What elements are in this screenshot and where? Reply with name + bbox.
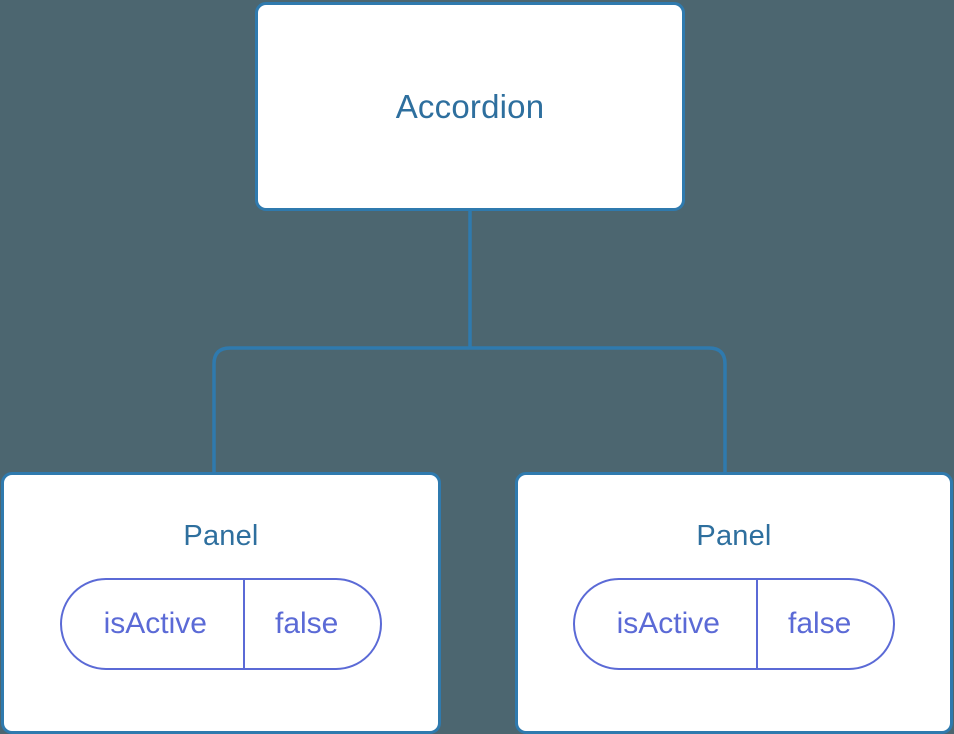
connector-branch-right (470, 346, 727, 473)
state-badge-panel-2[interactable]: isActive false (572, 578, 896, 670)
node-panel-2-title: Panel (696, 520, 772, 552)
node-accordion[interactable]: Accordion (255, 2, 685, 211)
node-panel-1-title: Panel (183, 520, 259, 552)
connector-branch-left (212, 346, 470, 473)
state-badge-panel-1[interactable]: isActive false (59, 578, 383, 670)
state-badge-value: false (755, 580, 893, 668)
state-badge-key: isActive (616, 607, 720, 640)
node-accordion-title: Accordion (395, 88, 545, 125)
node-panel-1[interactable]: Panel isActive false (1, 472, 441, 734)
state-badge-key: isActive (103, 607, 207, 640)
node-panel-2[interactable]: Panel isActive false (515, 472, 953, 734)
state-badge-value: false (242, 580, 380, 668)
